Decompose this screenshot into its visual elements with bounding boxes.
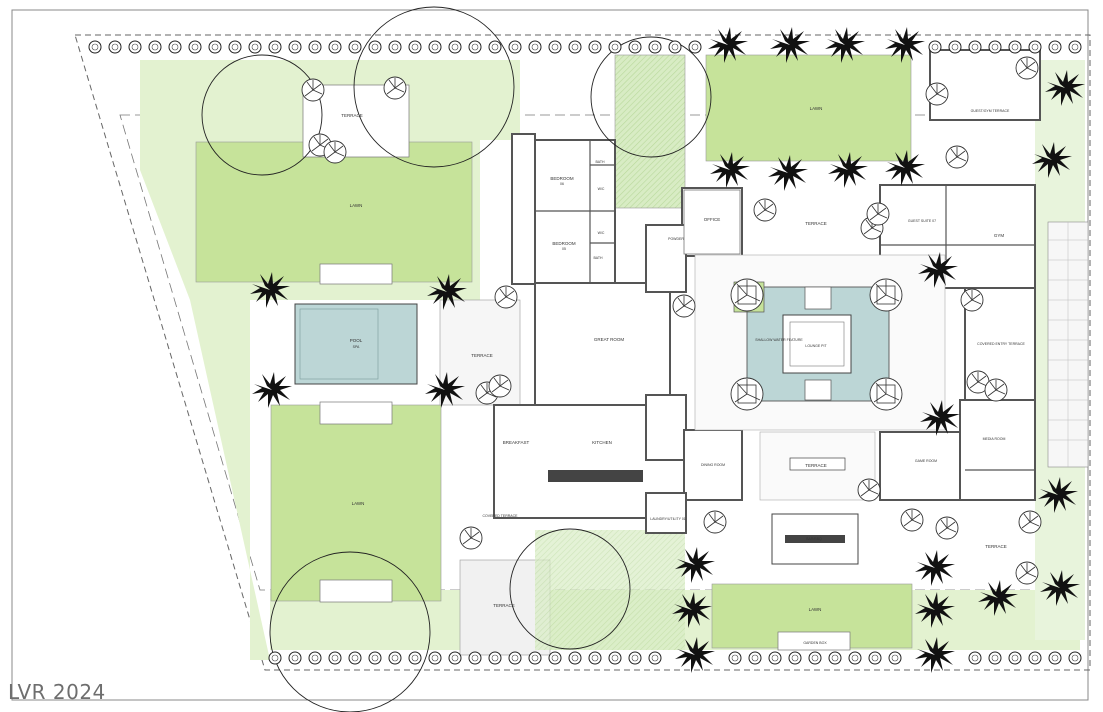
label-gym: GYM: [994, 233, 1005, 238]
hatched-planting-s: [535, 530, 685, 650]
label-bath-a: BATH: [595, 160, 605, 164]
label-terrace-court: TERRACE: [805, 221, 827, 226]
label-pool-sub: SPA: [353, 345, 360, 349]
lounge-n-2: [319, 401, 393, 425]
label-covered-terrace: COVERED TERRACE: [483, 514, 519, 518]
label-great-room: GREAT ROOM: [594, 337, 625, 342]
label-terrace-sw: TERRACE: [493, 603, 515, 608]
label-lawn-ne: LAWN: [810, 106, 823, 111]
label-bath-b: BATH: [593, 256, 603, 260]
label-terrace-se: TERRACE: [985, 544, 1007, 549]
label-lawn-nw: LAWN: [350, 203, 363, 208]
label-bedroom-b: BEDROOM: [552, 241, 576, 246]
label-wic-a: W/C: [598, 187, 605, 191]
label-guest-gym-terrace: GUEST/GYM TERRACE: [971, 109, 1010, 113]
label-dining-room: DINING ROOM: [701, 463, 725, 467]
label-guest-suite: GUEST SUITE 07: [908, 219, 936, 223]
label-bedroom-b-num: 05: [562, 247, 566, 251]
garden-box: [777, 631, 851, 651]
canopy-circles: [201, 6, 712, 712]
label-pool: POOL: [350, 338, 363, 343]
label-covered-entry: COVERED ENTRY TERRACE: [977, 342, 1025, 346]
label-office: OFFICE: [704, 217, 721, 222]
label-bedroom-a: BEDROOM: [550, 176, 574, 181]
outdoor-table: [789, 457, 846, 471]
label-terrace-dining: TERRACE: [805, 463, 827, 468]
label-media-room: MEDIA ROOM: [983, 437, 1006, 441]
label-wic-b: W/C: [598, 231, 605, 235]
label-terrace-n: TERRACE: [341, 113, 363, 118]
office: [683, 189, 741, 255]
label-breakfast: BREAKFAST: [503, 440, 530, 445]
hatched-planting-n: [614, 54, 686, 209]
label-garden-box: GARDEN BOX: [803, 641, 827, 645]
property-boundary: [74, 34, 1091, 671]
building-inner-walls: [535, 140, 1035, 471]
lawn-sw: [270, 404, 442, 602]
label-lawn-s: LAWN: [809, 607, 822, 612]
lounge-pit: [782, 314, 852, 374]
lawn-ne: [705, 54, 912, 162]
lounge-s: [319, 579, 393, 603]
label-laundry: LAUNDRY/UTILITY 01: [650, 517, 686, 521]
label-bedroom-a-num: 06: [560, 182, 564, 186]
label-powder: POWDER: [668, 237, 684, 241]
label-kitchen: KITCHEN: [592, 440, 612, 445]
watermark-logo: LVR 2024: [8, 680, 106, 704]
kitchen-island: [548, 470, 643, 482]
lounge-n-1: [319, 263, 393, 285]
label-terrace-w: TERRACE: [471, 353, 493, 358]
label-game-room: GAME ROOM: [915, 459, 937, 463]
room-labels: LAWN LAWN LAWN LAWN TERRACE POOL SPA TER…: [341, 106, 1025, 645]
label-bbq: BAR/BBQ: [806, 537, 822, 541]
pool-inner: [299, 308, 379, 380]
label-lawn-sw: LAWN: [352, 501, 365, 506]
label-shallow-water: SHALLOW WATER FEATURE: [755, 338, 803, 342]
building-walls: [493, 49, 1041, 534]
label-lounge-pit: LOUNGE PIT: [805, 344, 827, 348]
lawn-nw: [195, 141, 473, 283]
pool: [294, 303, 418, 385]
